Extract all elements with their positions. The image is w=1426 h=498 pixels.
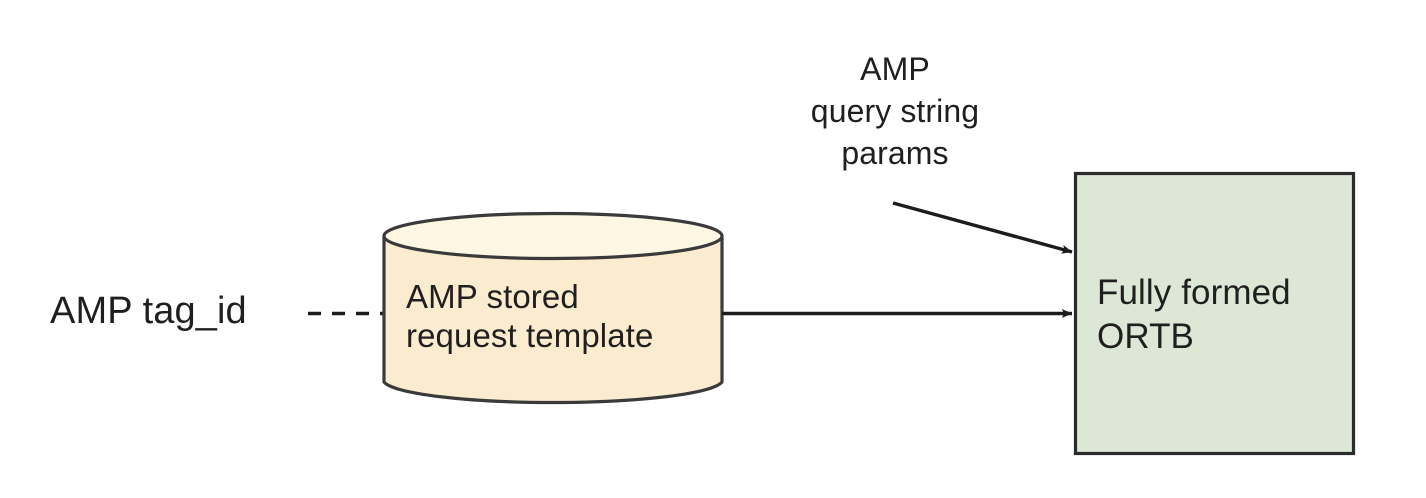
query-params-line2: query string xyxy=(810,93,980,130)
query-params-line1: AMP xyxy=(860,51,930,87)
cylinder-amp-stored-request-template xyxy=(382,211,724,405)
ortb-label-line2: ORTB xyxy=(1097,317,1194,357)
cylinder-label-line2: request template xyxy=(406,316,654,354)
query-params-line3: params xyxy=(841,135,949,172)
ortb-label-line1: Fully formed xyxy=(1097,273,1291,312)
label-amp-query-string-params: AMP query string params xyxy=(770,48,1020,175)
cylinder-label-line1: AMP stored xyxy=(406,278,579,315)
edge-params-to-ortb xyxy=(892,201,1073,254)
rectangle-fully-formed-ortb xyxy=(1073,171,1356,456)
label-amp-tag-id: AMP tag_id xyxy=(50,290,247,332)
